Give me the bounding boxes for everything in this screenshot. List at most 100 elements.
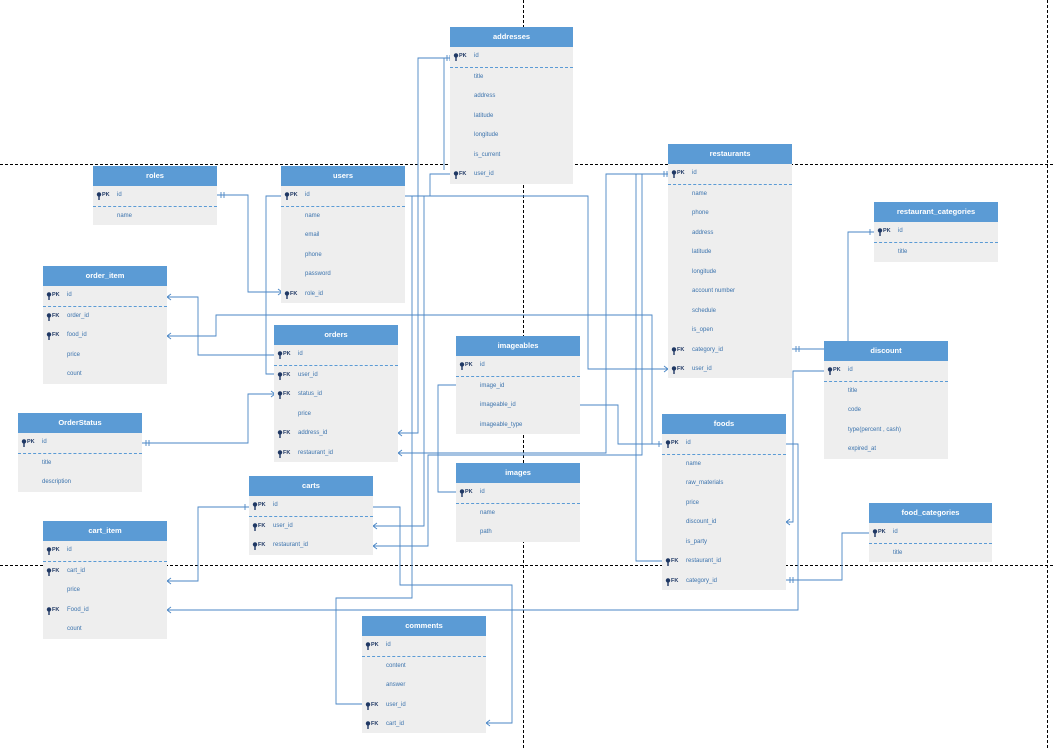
attribute-field[interactable]: answer	[362, 676, 486, 696]
connector-users-roles[interactable]	[217, 194, 282, 293]
connector-comments-users[interactable]	[335, 195, 413, 705]
attribute-field[interactable]: price	[274, 405, 398, 425]
connector-cartitem-carts[interactable]	[167, 506, 249, 582]
connector-addresses-users[interactable]	[405, 173, 450, 197]
connector-imageables-foods[interactable]	[580, 404, 663, 445]
attribute-field[interactable]: content	[362, 657, 486, 677]
attribute-field[interactable]: discount_id	[662, 513, 786, 533]
attribute-field[interactable]: address	[450, 87, 573, 107]
attribute-field[interactable]: is_open	[668, 321, 792, 341]
attribute-field[interactable]: latitude	[668, 243, 792, 263]
connector-restaurants-categories[interactable]	[792, 231, 874, 350]
attribute-field[interactable]: name	[668, 185, 792, 205]
attribute-field[interactable]: name	[93, 207, 217, 227]
connector-comments-carts[interactable]	[373, 506, 513, 724]
attribute-field[interactable]: longitude	[668, 263, 792, 283]
attribute-field[interactable]: price	[662, 494, 786, 514]
attribute-field[interactable]: code	[824, 401, 948, 421]
attribute-field[interactable]: latitude	[450, 107, 573, 127]
attribute-field[interactable]: longitude	[450, 126, 573, 146]
attribute-field[interactable]: account number	[668, 282, 792, 302]
attribute-field[interactable]: price	[43, 581, 167, 601]
attribute-field[interactable]: phone	[281, 246, 405, 266]
attribute-field[interactable]: is_current	[450, 146, 573, 166]
connector-carts-restaurants[interactable]	[373, 173, 668, 547]
attribute-field[interactable]: image_id	[456, 377, 580, 397]
connector-addresses-top[interactable]	[443, 57, 451, 170]
attribute-field[interactable]: title	[450, 68, 573, 88]
attribute-field[interactable]: type(percent , cash)	[824, 421, 948, 441]
attribute-field[interactable]: name	[281, 207, 405, 227]
connector-imageables-images[interactable]	[437, 384, 457, 493]
connector-foods-discount[interactable]	[786, 370, 825, 523]
connector-foods-foodcategories[interactable]	[786, 532, 869, 581]
attribute-field[interactable]: email	[281, 226, 405, 246]
attribute-field[interactable]: raw_materials	[662, 474, 786, 494]
attribute-field[interactable]: address	[668, 224, 792, 244]
connector-orderitem-foods[interactable]	[167, 314, 663, 445]
connector-orders-addresses[interactable]	[398, 57, 451, 434]
attribute-field[interactable]: expired_at	[824, 440, 948, 460]
attribute-field[interactable]: path	[456, 523, 580, 543]
attribute-field[interactable]: title	[874, 243, 998, 263]
attribute-field[interactable]: password	[281, 265, 405, 285]
attribute-field[interactable]: name	[662, 455, 786, 475]
attribute-field[interactable]: imageable_type	[456, 416, 580, 436]
connector-restaurants-users[interactable]	[405, 195, 668, 370]
attribute-field[interactable]: price	[43, 346, 167, 366]
attribute-field[interactable]: name	[456, 504, 580, 524]
attribute-field[interactable]: title	[824, 382, 948, 402]
attribute-field[interactable]: title	[869, 544, 992, 564]
attribute-field[interactable]: title	[18, 454, 142, 474]
connector-carts-users[interactable]	[373, 195, 425, 527]
attribute-field[interactable]: description	[18, 473, 142, 493]
connector-orders-users[interactable]	[265, 195, 282, 375]
attribute-field[interactable]: count	[43, 620, 167, 640]
connector-cartitem-foods[interactable]	[167, 443, 799, 611]
connector-orders-orderstatus[interactable]	[142, 393, 275, 444]
